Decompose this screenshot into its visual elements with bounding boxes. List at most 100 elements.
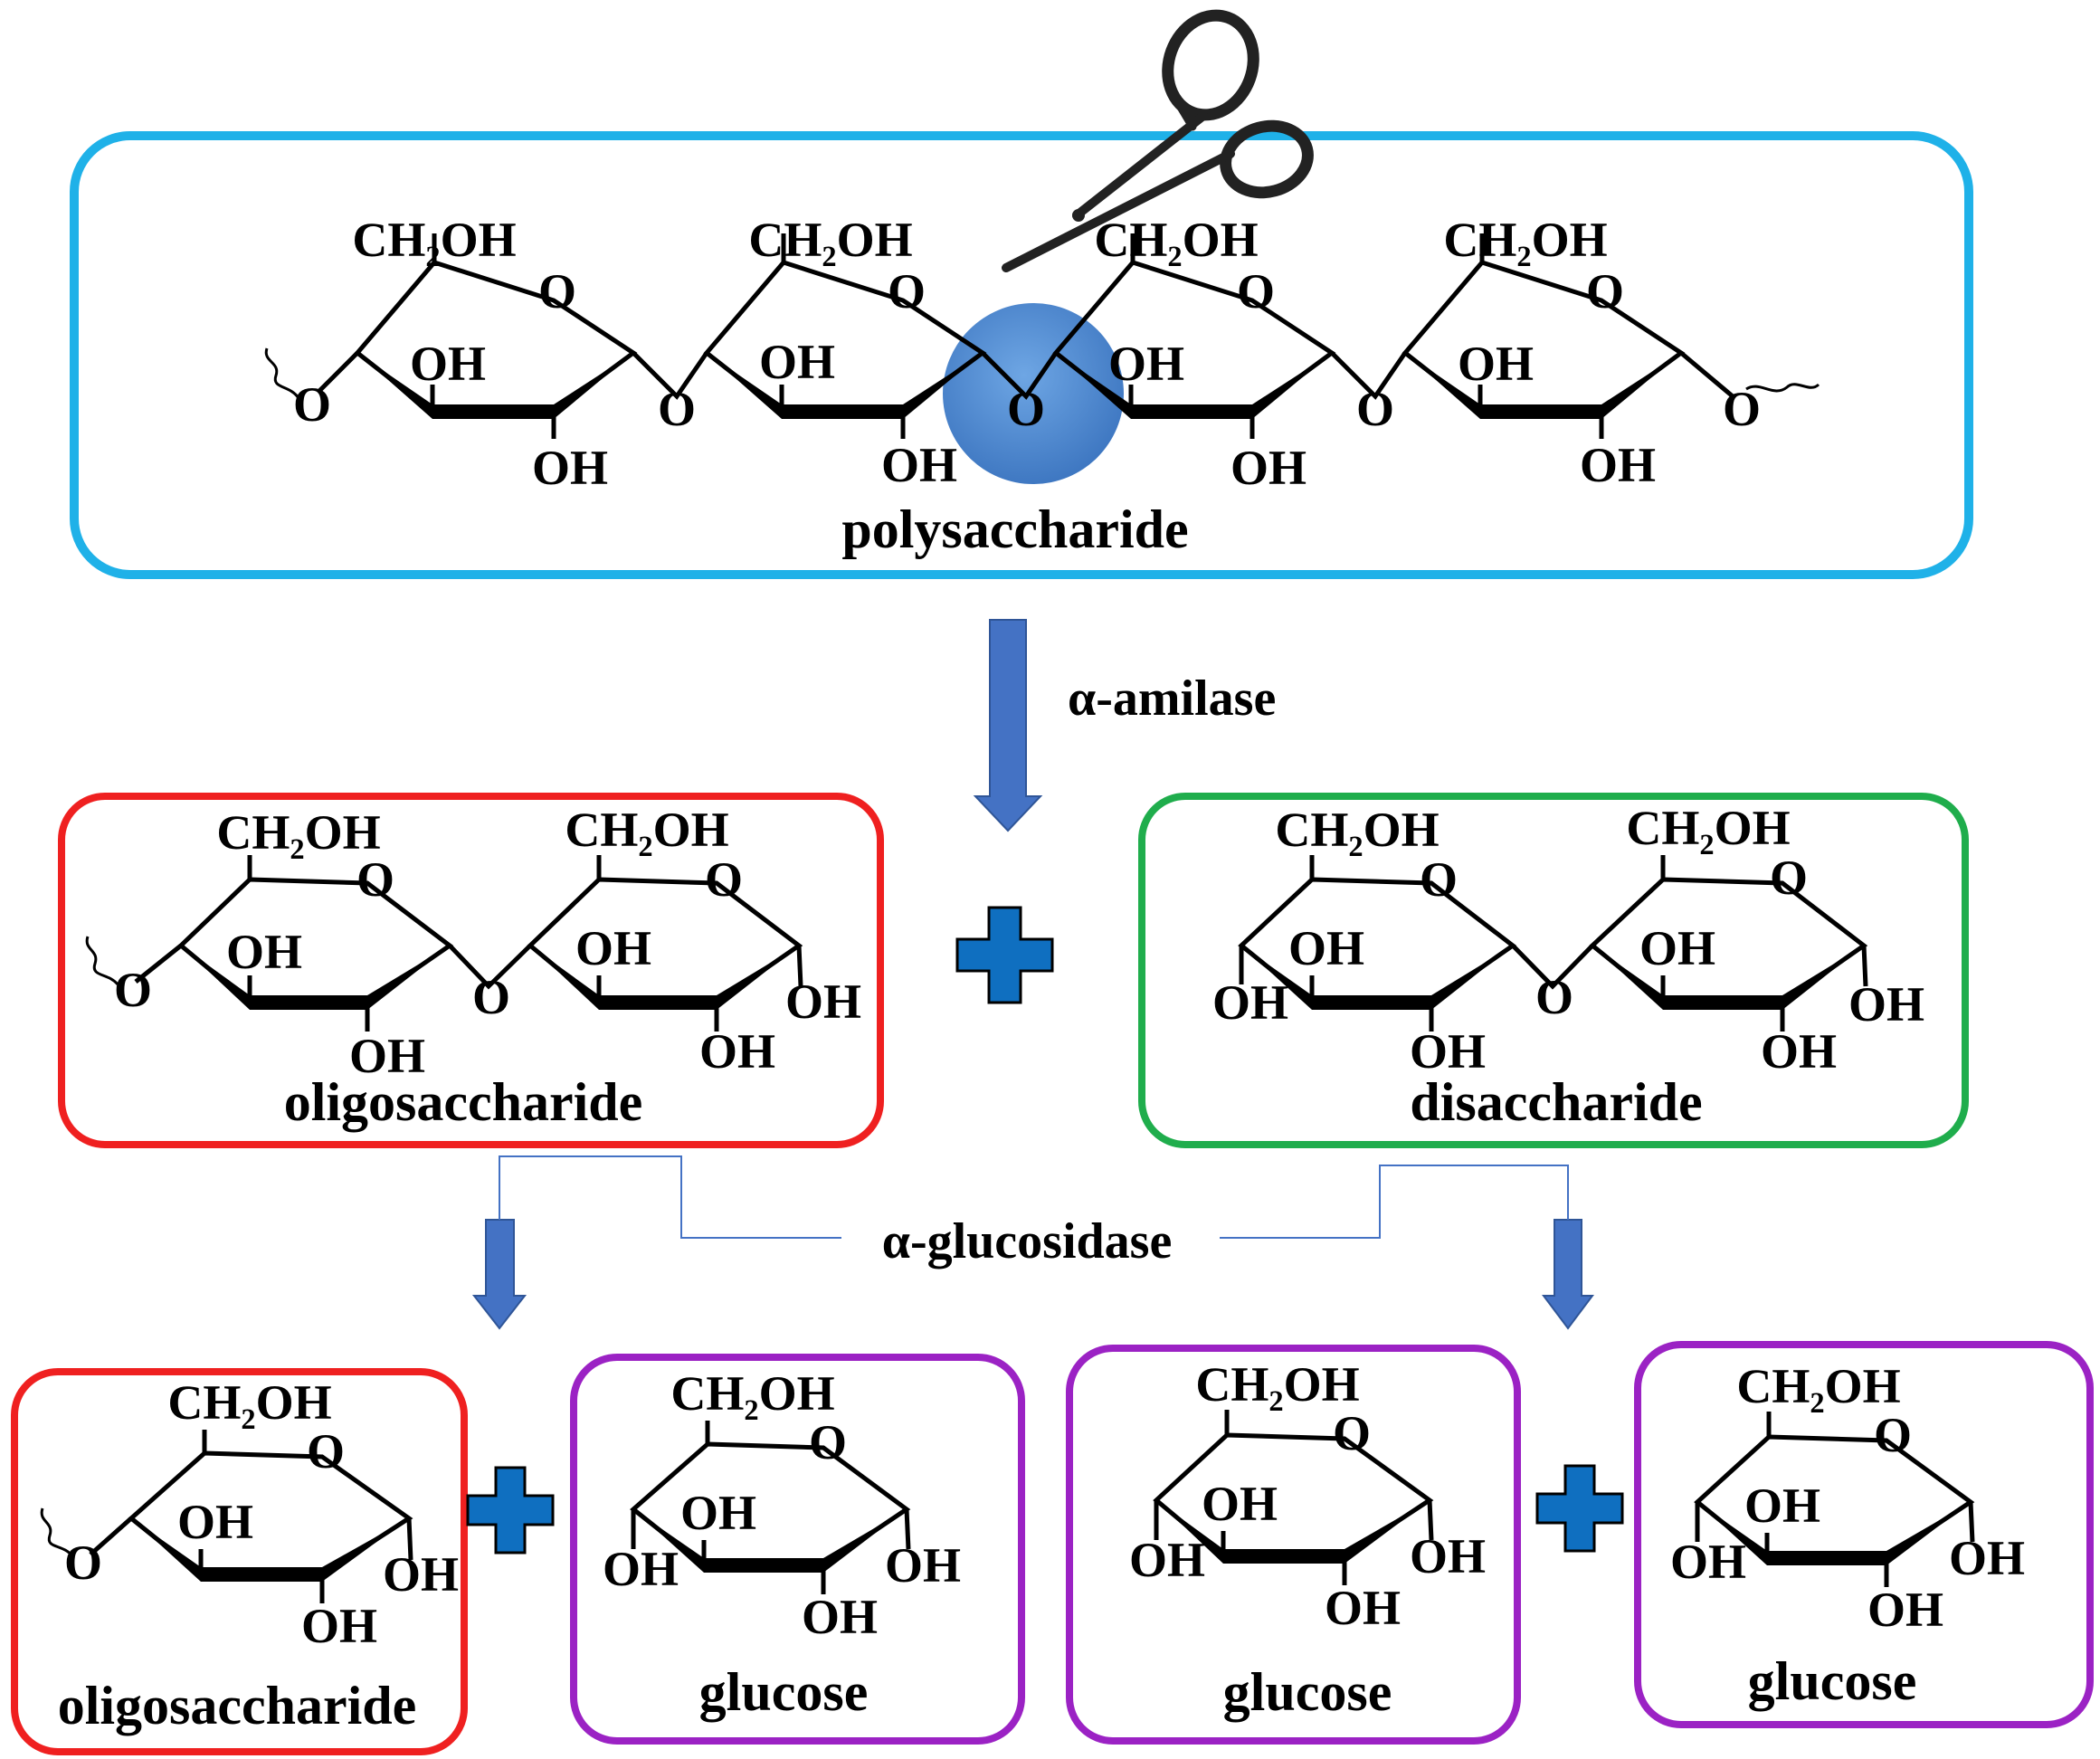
svg-text:O: O	[1535, 970, 1573, 1024]
oligosaccharide-bottom-atoms: CH₂OH O OH OH OH O	[64, 1375, 459, 1653]
glucose-3-atoms: CH₂OH O OH OH OH OH	[1670, 1359, 2025, 1637]
glucose-label-3: glucose	[1748, 1651, 1917, 1711]
svg-text:O: O	[1356, 382, 1394, 436]
svg-text:O: O	[1333, 1406, 1371, 1460]
svg-text:OH: OH	[1325, 1581, 1401, 1635]
svg-text:O: O	[307, 1424, 345, 1479]
svg-text:O: O	[1723, 382, 1761, 436]
svg-text:CH₂OH: CH₂OH	[1094, 213, 1258, 267]
svg-text:OH: OH	[802, 1590, 878, 1644]
svg-text:OH: OH	[1761, 1024, 1837, 1079]
svg-text:OH: OH	[1580, 438, 1656, 492]
svg-text:OH: OH	[226, 925, 302, 979]
glucose-box-1	[570, 1354, 1025, 1745]
svg-text:CH₂OH: CH₂OH	[1443, 213, 1607, 267]
glucose-2-bold-bonds	[1156, 1500, 1430, 1564]
svg-text:O: O	[1237, 264, 1275, 319]
svg-text:OH: OH	[699, 1024, 775, 1079]
svg-text:OH: OH	[881, 438, 957, 492]
oligosaccharide-box-bottom	[11, 1368, 468, 1755]
svg-text:O: O	[888, 264, 926, 319]
oligosaccharide-mid-label: oligosaccharide	[284, 1072, 643, 1132]
svg-text:OH: OH	[1458, 337, 1534, 391]
svg-text:OH: OH	[1867, 1583, 1943, 1637]
oligosaccharide-mid-bold-bonds	[181, 946, 799, 1010]
svg-text:OH: OH	[1108, 337, 1184, 391]
svg-text:OH: OH	[680, 1486, 756, 1540]
oligosaccharide-box-mid	[58, 793, 884, 1148]
svg-text:CH₂OH: CH₂OH	[167, 1375, 331, 1430]
svg-text:O: O	[538, 264, 576, 319]
svg-text:O: O	[64, 1536, 102, 1590]
disaccharide-label: disaccharide	[1410, 1072, 1702, 1132]
svg-text:OH: OH	[1288, 921, 1364, 975]
svg-text:O: O	[1007, 382, 1045, 436]
connector-line	[499, 1155, 841, 1239]
glucose-box-2	[1066, 1345, 1521, 1745]
svg-text:OH: OH	[1670, 1535, 1746, 1589]
svg-text:O: O	[356, 852, 394, 907]
svg-text:O: O	[472, 970, 510, 1024]
svg-text:OH: OH	[1410, 1529, 1486, 1583]
svg-text:CH₂OH: CH₂OH	[670, 1366, 834, 1421]
glucose-box-3	[1634, 1341, 2094, 1728]
plus-icon	[1535, 1464, 1624, 1553]
svg-text:O: O	[114, 963, 152, 1017]
svg-text:OH: OH	[885, 1538, 961, 1593]
svg-text:OH: OH	[575, 921, 651, 975]
polysaccharide-atoms: CH₂OH O OH OH O O CH₂OH O OH OH O CH₂OH …	[293, 213, 1761, 495]
svg-text:OH: OH	[785, 975, 861, 1029]
svg-text:OH: OH	[383, 1547, 459, 1602]
svg-text:OH: OH	[177, 1495, 253, 1549]
svg-text:O: O	[1420, 852, 1458, 907]
svg-text:OH: OH	[1212, 975, 1288, 1030]
svg-text:O: O	[1770, 851, 1808, 905]
svg-text:O: O	[1586, 264, 1624, 319]
svg-text:OH: OH	[410, 337, 486, 391]
svg-text:OH: OH	[1848, 977, 1924, 1032]
oligosaccharide-bottom-label: oligosaccharide	[58, 1676, 417, 1735]
svg-text:CH₂OH: CH₂OH	[565, 803, 728, 857]
svg-text:CH₂OH: CH₂OH	[1275, 803, 1439, 857]
svg-text:CH₂OH: CH₂OH	[748, 213, 912, 267]
svg-text:OH: OH	[1639, 921, 1715, 975]
glucose-label-1: glucose	[699, 1662, 869, 1722]
plus-icon	[955, 906, 1054, 1004]
svg-text:OH: OH	[301, 1599, 377, 1653]
polysaccharide-label: polysaccharide	[841, 499, 1188, 559]
svg-text:O: O	[293, 377, 331, 432]
svg-text:OH: OH	[1949, 1531, 2025, 1585]
disaccharide-atoms: CH₂OH O OH OH OH O CH₂OH O OH OH OH	[1212, 801, 1924, 1079]
glucosidase-label: α-glucosidase	[882, 1213, 1173, 1269]
svg-text:OH: OH	[1202, 1477, 1278, 1531]
svg-text:CH₂OH: CH₂OH	[352, 213, 516, 267]
oligosaccharide-mid-atoms: CH₂OH O OH OH O O CH₂OH O OH OH OH	[114, 803, 861, 1083]
svg-text:CH₂OH: CH₂OH	[1195, 1357, 1359, 1412]
glucose-1-bold-bonds	[633, 1509, 907, 1573]
scissors-icon	[1002, 9, 1314, 272]
down-arrow-icon	[1542, 1219, 1594, 1330]
down-arrow-icon	[471, 1219, 527, 1330]
svg-text:CH₂OH: CH₂OH	[1626, 801, 1790, 855]
glucose-3-bold-bonds	[1697, 1502, 1971, 1565]
glucose-label-2: glucose	[1223, 1662, 1392, 1722]
oligosaccharide-bottom-bold-bonds	[131, 1518, 409, 1582]
svg-text:O: O	[1874, 1408, 1912, 1462]
svg-text:O: O	[658, 382, 696, 436]
svg-text:OH: OH	[1410, 1024, 1486, 1079]
svg-text:OH: OH	[349, 1029, 425, 1083]
svg-text:O: O	[809, 1415, 847, 1469]
svg-text:OH: OH	[1744, 1479, 1820, 1533]
glucose-2-atoms: CH₂OH O OH OH OH OH	[1129, 1357, 1486, 1635]
amylase-label: α-amilase	[1068, 670, 1276, 727]
svg-text:OH: OH	[759, 335, 835, 389]
down-arrow-icon	[973, 619, 1043, 832]
polysaccharide-box	[70, 131, 1973, 579]
svg-text:OH: OH	[532, 441, 608, 495]
svg-text:CH₂OH: CH₂OH	[1736, 1359, 1900, 1413]
svg-text:O: O	[705, 852, 743, 907]
svg-text:OH: OH	[603, 1542, 679, 1596]
plus-icon	[466, 1466, 555, 1555]
svg-text:CH₂OH: CH₂OH	[216, 805, 380, 860]
disaccharide-bold-bonds	[1241, 946, 1864, 1010]
